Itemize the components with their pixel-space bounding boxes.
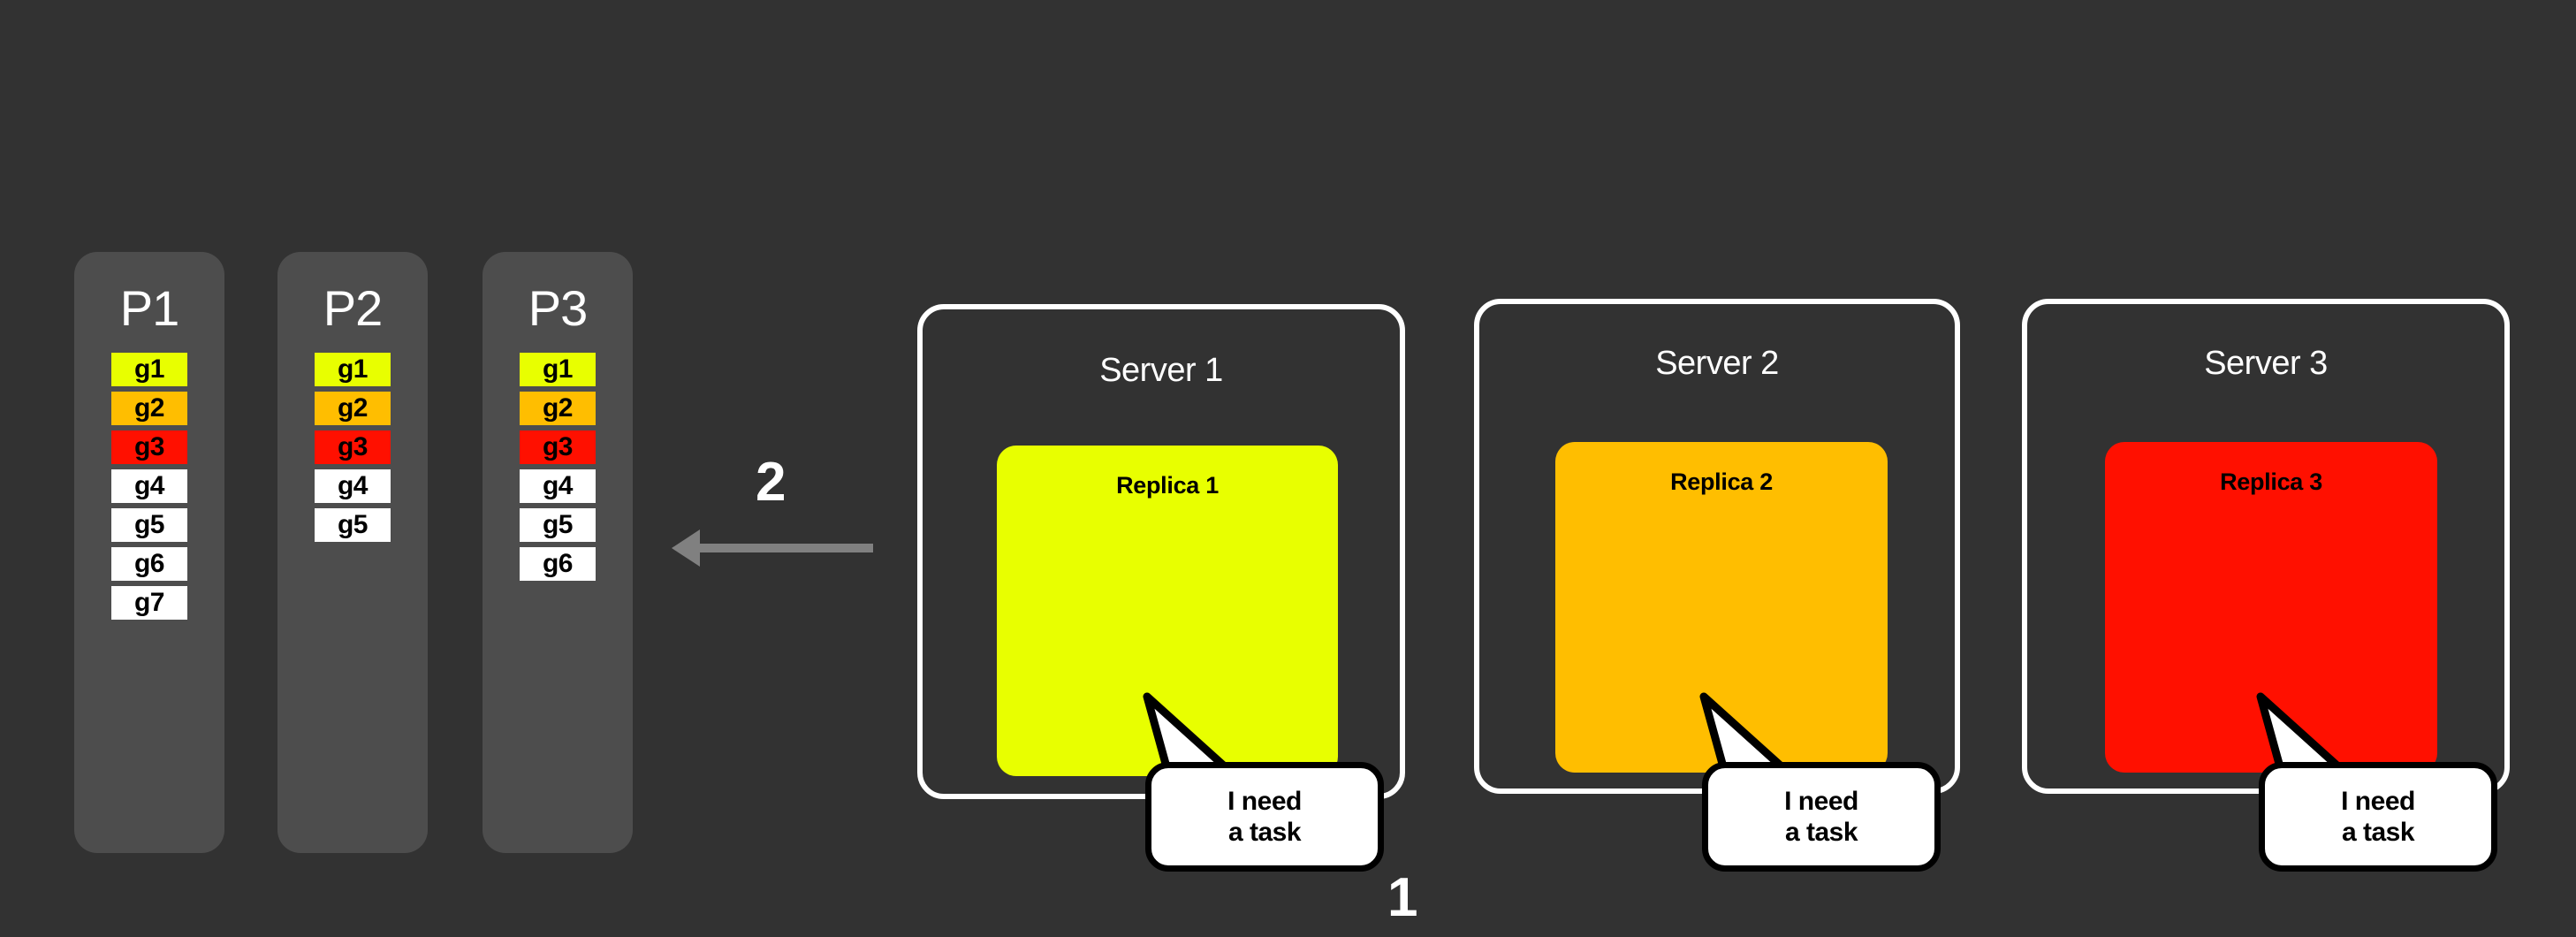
partition-title-p3: P3 bbox=[528, 280, 588, 336]
partition-column-p2[interactable]: P2 g1 g2 g3 g4 g5 bbox=[277, 252, 428, 853]
step-label-2: 2 bbox=[756, 452, 786, 513]
partition-title-p1: P1 bbox=[119, 280, 179, 336]
replica-box-3[interactable]: Replica 3 bbox=[2105, 442, 2437, 773]
server-card-2[interactable]: Server 2 Replica 2 bbox=[1474, 299, 1960, 794]
partition-column-p3[interactable]: P3 g1 g2 g3 g4 g5 g6 bbox=[483, 252, 633, 853]
group-slot[interactable]: g2 bbox=[315, 392, 391, 425]
speech-bubble-line-2: a task bbox=[2341, 818, 2415, 847]
group-slot[interactable]: g4 bbox=[315, 469, 391, 503]
speech-bubble-2[interactable]: I need a task bbox=[1702, 762, 1941, 872]
group-slot[interactable]: g3 bbox=[520, 430, 596, 464]
group-slot[interactable]: g2 bbox=[111, 392, 187, 425]
speech-bubble-line-2: a task bbox=[1227, 818, 1302, 847]
server-title-3: Server 3 bbox=[2204, 345, 2328, 382]
speech-bubble-line-1: I need bbox=[2341, 786, 2415, 816]
server-title-1: Server 1 bbox=[1099, 352, 1223, 389]
step-label-1: 1 bbox=[1387, 867, 1418, 928]
speech-bubble-1[interactable]: I need a task bbox=[1145, 762, 1384, 872]
group-slot[interactable]: g2 bbox=[520, 392, 596, 425]
group-slot[interactable]: g5 bbox=[520, 508, 596, 542]
replica-box-2[interactable]: Replica 2 bbox=[1555, 442, 1888, 773]
flow-arrow-to-partitions bbox=[672, 529, 875, 567]
group-slot[interactable]: g1 bbox=[520, 353, 596, 386]
server-card-3[interactable]: Server 3 Replica 3 bbox=[2022, 299, 2510, 794]
replica-label-2: Replica 2 bbox=[1670, 468, 1773, 495]
speech-bubble-line-2: a task bbox=[1784, 818, 1858, 847]
partition-slot-stack-p1: g1 g2 g3 g4 g5 g6 g7 bbox=[74, 353, 224, 620]
group-slot[interactable]: g3 bbox=[111, 430, 187, 464]
group-slot[interactable]: g4 bbox=[520, 469, 596, 503]
server-title-2: Server 2 bbox=[1655, 345, 1779, 382]
arrow-shaft bbox=[696, 544, 873, 552]
server-card-1[interactable]: Server 1 Replica 1 bbox=[917, 304, 1405, 799]
arrow-head-icon bbox=[672, 529, 700, 567]
partition-slot-stack-p2: g1 g2 g3 g4 g5 bbox=[277, 353, 428, 542]
speech-bubble-3[interactable]: I need a task bbox=[2259, 762, 2497, 872]
group-slot[interactable]: g1 bbox=[315, 353, 391, 386]
partition-column-p1[interactable]: P1 g1 g2 g3 g4 g5 g6 g7 bbox=[74, 252, 224, 853]
speech-bubble-line-1: I need bbox=[1784, 786, 1858, 816]
partition-title-p2: P2 bbox=[323, 280, 383, 336]
replica-box-1[interactable]: Replica 1 bbox=[997, 446, 1338, 776]
group-slot[interactable]: g7 bbox=[111, 586, 187, 620]
replica-label-1: Replica 1 bbox=[1116, 472, 1219, 499]
group-slot[interactable]: g4 bbox=[111, 469, 187, 503]
group-slot[interactable]: g3 bbox=[315, 430, 391, 464]
group-slot[interactable]: g6 bbox=[111, 547, 187, 581]
speech-bubble-line-1: I need bbox=[1227, 786, 1302, 816]
group-slot[interactable]: g5 bbox=[315, 508, 391, 542]
group-slot[interactable]: g1 bbox=[111, 353, 187, 386]
replica-label-3: Replica 3 bbox=[2220, 468, 2322, 495]
group-slot[interactable]: g5 bbox=[111, 508, 187, 542]
group-slot[interactable]: g6 bbox=[520, 547, 596, 581]
partition-slot-stack-p3: g1 g2 g3 g4 g5 g6 bbox=[483, 353, 633, 581]
